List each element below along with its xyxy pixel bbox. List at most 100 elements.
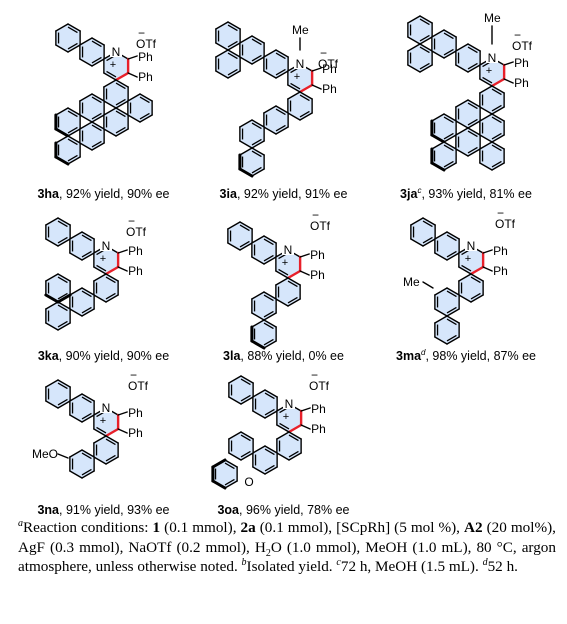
bond <box>443 29 457 38</box>
oxygen-label: O <box>244 475 253 489</box>
bond <box>410 238 424 247</box>
bond <box>275 277 289 286</box>
bond <box>251 319 265 328</box>
double-bond <box>422 236 433 244</box>
bond <box>446 231 460 240</box>
bond <box>239 56 253 65</box>
bond <box>69 287 83 296</box>
positive-charge: + <box>282 257 288 269</box>
bond <box>227 242 241 251</box>
bond <box>503 61 514 66</box>
bond <box>238 167 254 178</box>
double-bond <box>106 70 117 78</box>
bond <box>139 93 153 102</box>
double-bond <box>239 224 250 232</box>
bond <box>228 431 242 440</box>
bond <box>55 135 69 144</box>
double-bond <box>57 292 68 300</box>
bond <box>491 134 505 143</box>
bond <box>455 99 469 108</box>
double-bond <box>224 478 235 486</box>
bond <box>311 84 322 90</box>
double-bond <box>275 108 286 116</box>
bond <box>57 273 71 282</box>
counterion-charge: − <box>311 368 318 382</box>
bond <box>105 456 119 465</box>
positive-charge: + <box>294 71 300 83</box>
bond <box>93 273 107 282</box>
bond <box>299 112 313 121</box>
bond <box>57 453 69 459</box>
double-bond <box>96 264 107 272</box>
bond <box>470 294 484 303</box>
bond <box>300 424 311 430</box>
bond <box>127 72 138 78</box>
bond <box>91 37 105 46</box>
bond <box>479 85 493 94</box>
bond <box>469 265 485 276</box>
counterion-label: OTf <box>309 379 330 393</box>
bond <box>275 105 289 114</box>
bond <box>54 127 70 138</box>
bond <box>263 340 277 349</box>
double-bond <box>139 112 150 120</box>
methyl-label: Me <box>403 275 420 289</box>
bond <box>117 266 128 272</box>
bond <box>67 23 81 32</box>
bond <box>434 231 448 240</box>
double-bond <box>263 238 274 246</box>
bond <box>215 21 229 30</box>
bond <box>443 113 457 122</box>
double-bond <box>491 144 502 152</box>
double-bond <box>91 96 102 104</box>
double-bond <box>227 68 238 76</box>
bond <box>263 126 277 135</box>
bond <box>103 72 117 81</box>
phenyl-label: Ph <box>128 264 143 278</box>
double-bond <box>81 306 92 314</box>
bond <box>455 64 469 73</box>
bond <box>407 43 421 52</box>
bond <box>479 113 493 122</box>
double-bond <box>446 234 457 242</box>
bond <box>67 156 81 165</box>
counterion-label: OTf <box>512 39 533 53</box>
counterion-label: OTf <box>126 225 147 239</box>
counterion-charge: − <box>312 208 319 222</box>
bond <box>228 452 242 461</box>
bond <box>127 114 141 123</box>
n-label-bg <box>465 238 477 251</box>
bond <box>69 308 83 317</box>
double-bond <box>491 116 502 124</box>
bond <box>115 100 129 109</box>
bond <box>105 435 119 444</box>
methyl-label: Me <box>292 23 309 37</box>
double-bond <box>264 448 275 456</box>
bond <box>434 252 448 261</box>
bond <box>57 400 71 409</box>
bond <box>300 407 311 412</box>
bond <box>93 428 107 437</box>
bond <box>250 339 266 350</box>
double-bond <box>67 42 78 50</box>
bond <box>57 379 71 388</box>
bond <box>228 375 242 384</box>
double-bond <box>251 138 262 146</box>
double-bond <box>443 32 454 40</box>
bond <box>79 142 93 151</box>
counterion-label: OTf <box>495 217 516 231</box>
bond <box>455 148 469 157</box>
double-bond <box>115 82 126 90</box>
bond <box>264 466 278 475</box>
table-footnote: aReaction conditions: 1 (0.1 mmol), 2a (… <box>18 517 556 575</box>
bond <box>227 42 241 51</box>
bond <box>482 249 493 254</box>
double-bond <box>446 250 457 258</box>
